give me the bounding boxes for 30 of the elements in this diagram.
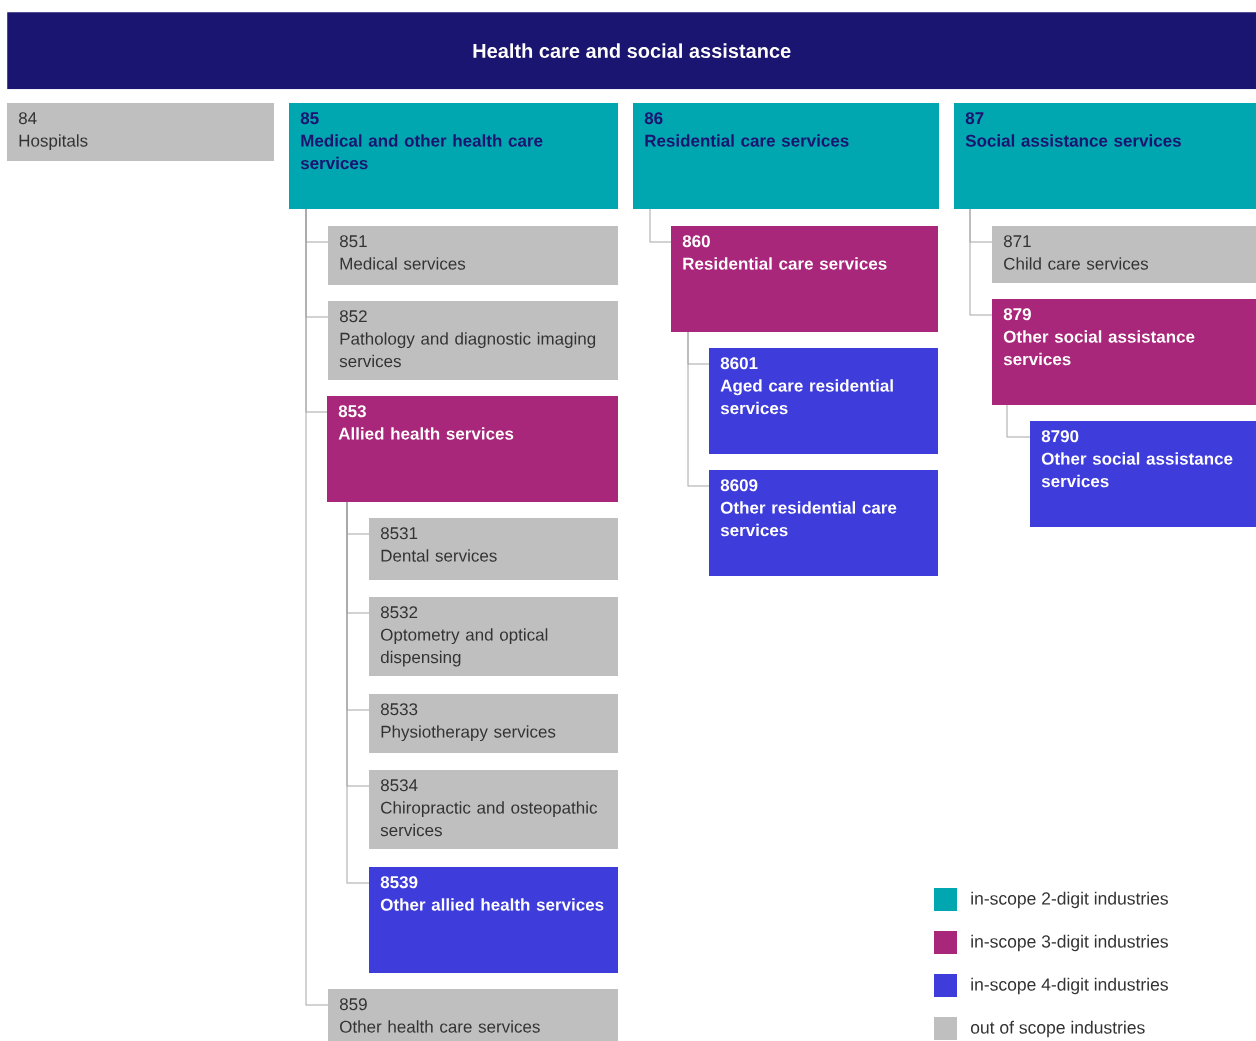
connector-line: [649, 208, 672, 243]
industry-box: 8790 Other social assistance services: [1030, 421, 1256, 527]
connector-line: [305, 208, 329, 1006]
industry-box: 8533 Physiotherapy services: [369, 694, 618, 753]
industry-box: 87 Social assistance services: [954, 103, 1256, 209]
industry-box: 871 Child care services: [992, 226, 1256, 283]
industry-box: 859 Other health care services: [328, 989, 618, 1041]
connector-line: [346, 501, 370, 884]
industry-box: 85 Medical and other health care services: [289, 103, 618, 209]
connector-line: [1006, 404, 1031, 438]
industry-box: 8532 Optometry and optical dispensing: [369, 597, 618, 676]
industry-box: 852 Pathology and diagnostic imaging services: [328, 301, 618, 380]
legend-label: in-scope 2-digit industries: [971, 891, 1168, 909]
industry-box: 8601 Aged care residential services: [709, 348, 938, 454]
industry-box: 8539 Other allied health services: [369, 867, 618, 973]
industry-box: 853 Allied health services: [327, 396, 618, 502]
industry-box: 8531 Dental services: [369, 518, 618, 580]
legend-label: out of scope industries: [970, 1020, 1145, 1038]
connector-line: [969, 208, 993, 316]
industry-box: 860 Residential care services: [671, 226, 938, 332]
industry-box: 86 Residential care services: [633, 103, 939, 209]
industry-box: 851 Medical services: [328, 226, 618, 285]
industry-box: 8609 Other residential care services: [709, 470, 938, 576]
legend-label: in-scope 4-digit industries: [971, 977, 1168, 995]
legend-label: in-scope 3-digit industries: [971, 934, 1168, 952]
industry-box: 879 Other social assistance services: [992, 299, 1256, 405]
industry-box: 84 Hospitals: [7, 103, 274, 161]
connector-line: [687, 331, 710, 487]
industry-box: 8534 Chiropractic and osteopathic services: [369, 770, 618, 849]
title-banner: Health care and social assistance: [7, 12, 1256, 90]
